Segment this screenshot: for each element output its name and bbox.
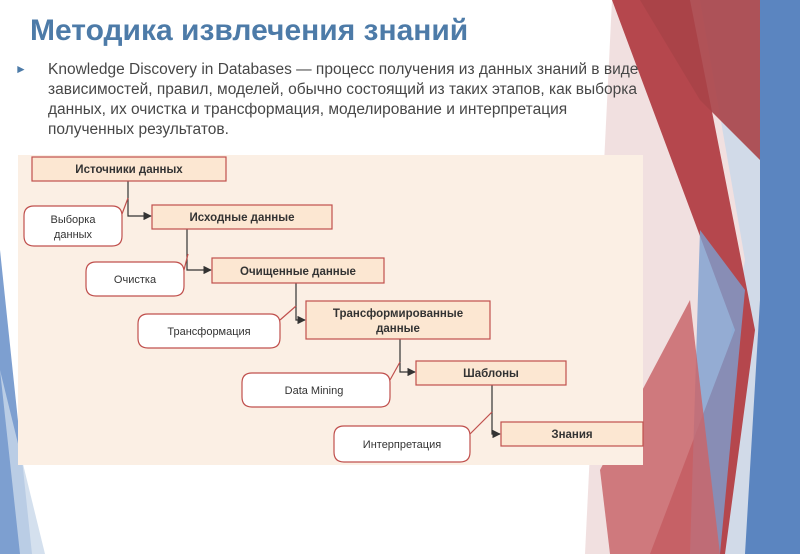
slide-title: Методика извлечения знаний <box>30 14 469 47</box>
process-callout-4: Data Mining <box>241 361 401 408</box>
stage-label-1: Источники данных <box>75 164 183 176</box>
deco-red-lower <box>600 300 720 554</box>
stage-label-3: Очищенные данные <box>240 266 356 278</box>
connectors <box>127 181 501 439</box>
stage-label-5: Шаблоны <box>463 368 519 380</box>
connector-1 <box>127 181 152 221</box>
stage-label-4b: данные <box>376 323 420 335</box>
connector-2 <box>186 229 212 275</box>
deco-red-top <box>640 0 770 170</box>
process-label-5: Интерпретация <box>363 439 441 451</box>
bullet-arrow-icon: ► <box>15 62 27 76</box>
process-label-2: Очистка <box>114 274 157 286</box>
process-callout-2: Очистка <box>85 253 189 297</box>
stage-label-2: Исходные данные <box>190 212 295 224</box>
stage-box-4: Трансформированные данные <box>305 300 491 340</box>
process-label-1a: Выборка <box>51 214 97 226</box>
process-label-3: Трансформация <box>167 326 250 338</box>
bullet-text: Knowledge Discovery in Databases — проце… <box>48 61 639 138</box>
stage-label-4a: Трансформированные <box>333 308 463 320</box>
connector-5 <box>491 385 501 439</box>
process-callout-5: Интерпретация <box>333 411 493 463</box>
stage-box-6: Знания <box>500 421 644 447</box>
stage-box-3: Очищенные данные <box>211 257 385 284</box>
process-label-1b: данных <box>54 229 93 241</box>
stage-box-1: Источники данных <box>31 156 227 182</box>
process-label-4: Data Mining <box>285 385 344 397</box>
stage-box-2: Исходные данные <box>151 204 333 230</box>
connector-4 <box>399 339 416 377</box>
process-callout-1: Выборка данных <box>23 197 129 247</box>
deco-blue-band <box>745 0 800 554</box>
connector-3 <box>295 283 306 325</box>
stage-box-5: Шаблоны <box>415 360 567 386</box>
stage-label-6: Знания <box>551 429 592 441</box>
process-callout-3: Трансформация <box>137 305 297 349</box>
